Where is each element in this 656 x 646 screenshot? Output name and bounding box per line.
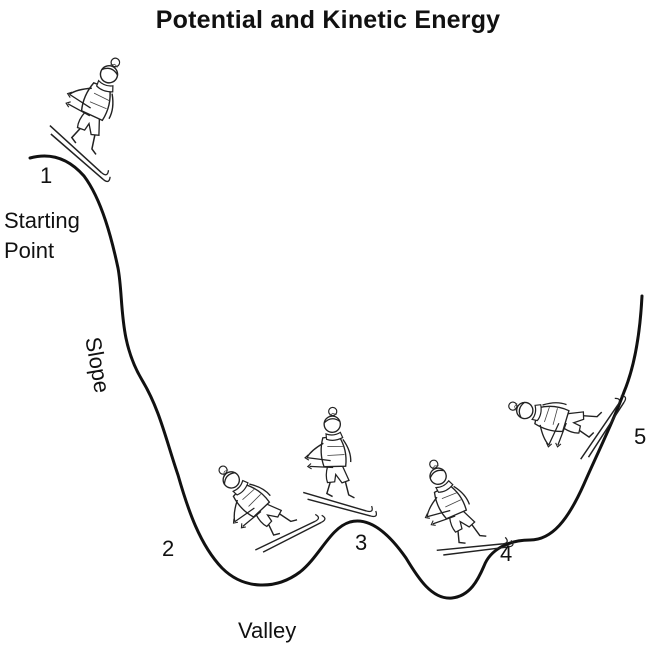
point-1-label: 1 (40, 163, 53, 188)
skier-icon-5 (500, 372, 627, 467)
skier-icon-4 (397, 444, 515, 579)
point-3-label: 3 (355, 530, 368, 555)
skier-icon-1 (37, 44, 151, 183)
terrain-curve (28, 154, 644, 600)
diagram-title: Potential and Kinetic Energy (155, 6, 501, 34)
point-5-label: 5 (634, 424, 647, 449)
valley-label: Valley (238, 618, 297, 643)
skier-icon-2 (194, 442, 327, 572)
skier-icon-3 (293, 403, 378, 525)
starting-point-label-line1: Starting (4, 208, 80, 233)
starting-point-label-line2: Point (4, 238, 55, 263)
point-2-label: 2 (162, 536, 175, 561)
point-4-label: 4 (500, 541, 513, 566)
